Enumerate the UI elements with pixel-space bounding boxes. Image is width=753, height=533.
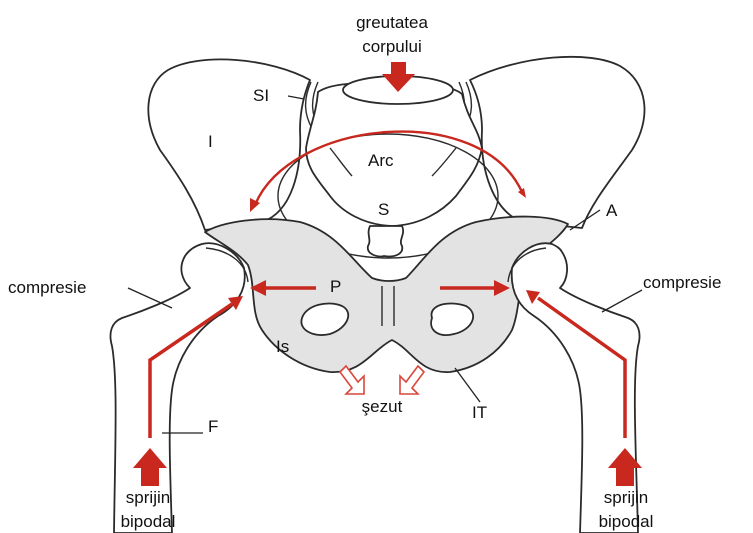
ilium-label: I: [208, 132, 213, 151]
compression-left-leader: [128, 288, 172, 308]
support-right-label-1: sprijin: [604, 488, 648, 507]
it-leader-line: [455, 368, 480, 402]
pubis-label: P: [330, 277, 341, 296]
compression-right-label: compresie: [643, 273, 721, 292]
coccyx: [368, 226, 403, 257]
compression-right-leader: [602, 290, 642, 312]
right-sitting-arrow: [400, 366, 424, 394]
body-weight-label-2: corpului: [362, 37, 422, 56]
left-sitting-arrow: [340, 366, 364, 394]
support-right-label-2: bipodal: [599, 512, 654, 531]
ischial-tuberosity-label: IT: [472, 403, 487, 422]
right-ilium: [470, 57, 645, 228]
sitting-label: şezut: [362, 397, 403, 416]
sacrum-label: S: [378, 200, 389, 219]
left-ilium: [148, 59, 310, 230]
acetabulum-label: A: [606, 201, 618, 220]
body-weight-label-1: greutatea: [356, 13, 428, 32]
si-label: SI: [253, 86, 269, 105]
arch-label: Arc: [368, 151, 394, 170]
support-left-label-2: bipodal: [121, 512, 176, 531]
support-left-label-1: sprijin: [126, 488, 170, 507]
compression-left-label: compresie: [8, 278, 86, 297]
ischium-label: Is: [276, 337, 289, 356]
femur-label: F: [208, 417, 218, 436]
